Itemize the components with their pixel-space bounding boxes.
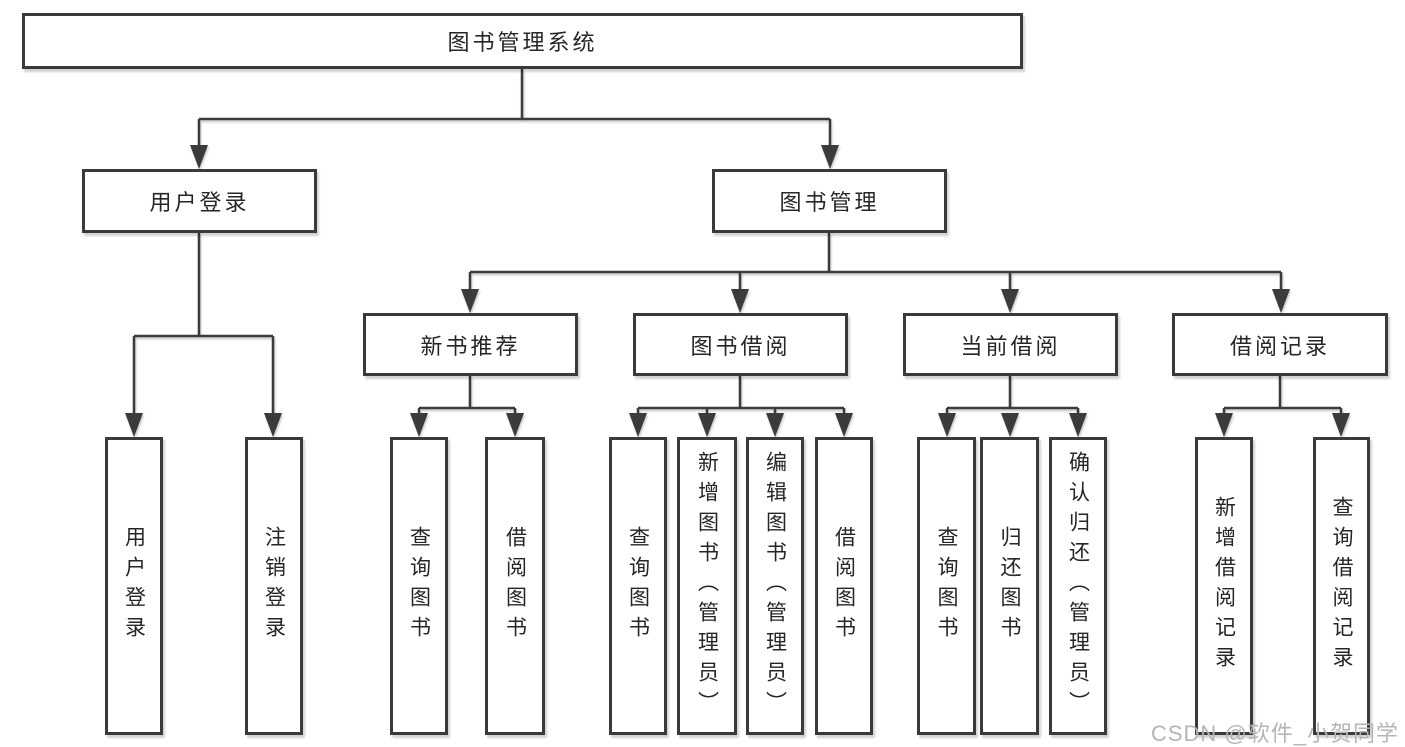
- leaf-current-query-books: 查询图书: [917, 437, 976, 735]
- arrowheads: [125, 145, 1350, 437]
- leaf-newbook-borrow-books: 借阅图书: [485, 437, 545, 735]
- connector-currentborrow-children: [945, 376, 1080, 417]
- arrow-down-icon: [1001, 413, 1019, 437]
- leaf-label: 查询图书: [935, 526, 958, 646]
- node-label: 图书管理系统: [447, 30, 598, 55]
- arrow-down-icon: [1332, 413, 1350, 437]
- node-label: 当前借阅: [960, 333, 1061, 359]
- arrow-down-icon: [821, 145, 839, 169]
- connector-userlogin-children: [132, 233, 275, 417]
- leaf-add-books-admin: 新增图书（管理员）: [677, 437, 737, 735]
- arrow-down-icon: [125, 413, 143, 437]
- leaf-logout: 注销登录: [245, 437, 303, 735]
- leaf-label: 新增借阅记录: [1212, 496, 1236, 676]
- leaf-label: 用户登录: [122, 526, 146, 646]
- connector-bookmgmt-children: [468, 233, 1283, 292]
- leaf-add-borrow-record: 新增借阅记录: [1195, 437, 1253, 735]
- leaf-borrow-books: 借阅图书: [815, 437, 873, 735]
- node-label: 新书推荐: [420, 333, 521, 359]
- node-label: 借阅记录: [1229, 333, 1330, 359]
- arrow-down-icon: [1001, 289, 1019, 313]
- leaf-label: 编辑图书（管理员）: [763, 451, 787, 721]
- arrow-down-icon: [506, 413, 524, 437]
- connector-bookborrow-children: [636, 376, 846, 417]
- leaf-label: 借阅图书: [832, 526, 856, 646]
- node-new-book-recommend: 新书推荐: [363, 313, 578, 376]
- node-label: 用户登录: [149, 190, 250, 215]
- leaf-label: 注销登录: [262, 526, 286, 646]
- connector-borrowrecord-children: [1222, 376, 1343, 417]
- arrow-down-icon: [938, 413, 956, 437]
- leaf-return-books: 归还图书: [980, 437, 1039, 735]
- arrow-down-icon: [629, 413, 647, 437]
- arrow-down-icon: [410, 413, 428, 437]
- watermark: CSDN @软件_小贺同学: [1150, 721, 1399, 746]
- leaf-label: 归还图书: [998, 526, 1021, 646]
- leaf-newbook-query-books: 查询图书: [390, 437, 448, 735]
- arrow-down-icon: [1069, 413, 1087, 437]
- leaf-label: 确认归还（管理员）: [1066, 451, 1090, 721]
- leaf-edit-books-admin: 编辑图书（管理员）: [746, 437, 804, 735]
- leaf-label: 借阅图书: [503, 526, 527, 646]
- arrow-down-icon: [766, 413, 784, 437]
- leaf-label: 新增图书（管理员）: [695, 451, 719, 721]
- leaf-borrow-query-books: 查询图书: [609, 437, 667, 735]
- leaf-label: 查询图书: [407, 526, 431, 646]
- arrow-down-icon: [264, 413, 282, 437]
- node-user-login: 用户登录: [82, 169, 317, 233]
- node-borrow-record: 借阅记录: [1172, 313, 1388, 376]
- node-book-borrow: 图书借阅: [633, 313, 848, 376]
- arrow-down-icon: [731, 289, 749, 313]
- leaf-label: 查询图书: [626, 526, 650, 646]
- connector-root-to-level2: [197, 69, 832, 147]
- node-root-system: 图书管理系统: [22, 13, 1023, 69]
- arrow-down-icon: [698, 413, 716, 437]
- leaf-user-login: 用户登录: [105, 437, 163, 735]
- arrow-down-icon: [835, 413, 853, 437]
- leaf-query-borrow-record: 查询借阅记录: [1313, 437, 1370, 735]
- arrow-down-icon: [1272, 289, 1290, 313]
- arrow-down-icon: [461, 289, 479, 313]
- leaf-confirm-return-admin: 确认归还（管理员）: [1049, 437, 1107, 735]
- node-label: 图书管理: [779, 190, 880, 215]
- connector-newbook-children: [417, 376, 517, 417]
- node-book-management: 图书管理: [712, 169, 947, 233]
- arrow-down-icon: [1215, 413, 1233, 437]
- leaf-label: 查询借阅记录: [1330, 496, 1353, 676]
- arrow-down-icon: [190, 145, 208, 169]
- node-label: 图书借阅: [690, 333, 791, 359]
- node-current-borrow: 当前借阅: [903, 313, 1118, 376]
